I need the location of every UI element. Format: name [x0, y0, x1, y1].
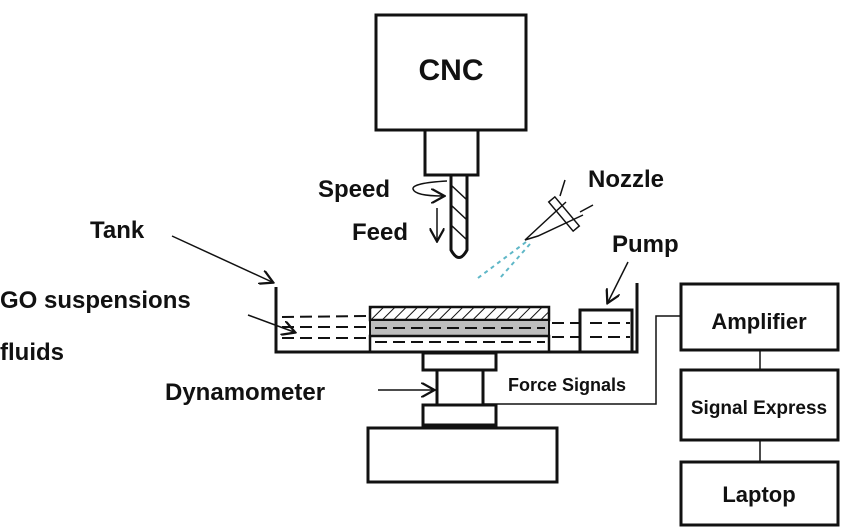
signal-chain: Amplifier Signal Express Laptop [679, 282, 840, 527]
cnc-label: CNC [419, 54, 484, 87]
spindle [423, 128, 480, 177]
spray [477, 241, 531, 279]
force-signal-line [483, 315, 681, 405]
laptop-label: Laptop [722, 482, 795, 507]
drill-tool [449, 175, 469, 259]
nozzle-label: Nozzle [588, 166, 664, 193]
go-fluids-label: fluids [0, 339, 64, 366]
signal-express-label: Signal Express [691, 398, 827, 419]
laptop-box [679, 460, 840, 527]
amplifier-label: Amplifier [711, 309, 807, 334]
nozzle [477, 179, 594, 279]
workpiece [368, 305, 551, 354]
speed-label: Speed [318, 176, 390, 203]
force-signals-label: Force Signals [508, 375, 626, 395]
rotation-arrow [412, 180, 448, 196]
dynamometer-label: Dynamometer [165, 379, 325, 406]
pump [578, 308, 634, 354]
tank-label: Tank [90, 217, 145, 244]
cnc-machine: CNC [374, 13, 528, 177]
feed-label: Feed [352, 219, 408, 246]
pump-label: Pump [612, 231, 679, 258]
go-suspensions-label: GO suspensions [0, 287, 191, 314]
dynamometer [366, 351, 559, 484]
